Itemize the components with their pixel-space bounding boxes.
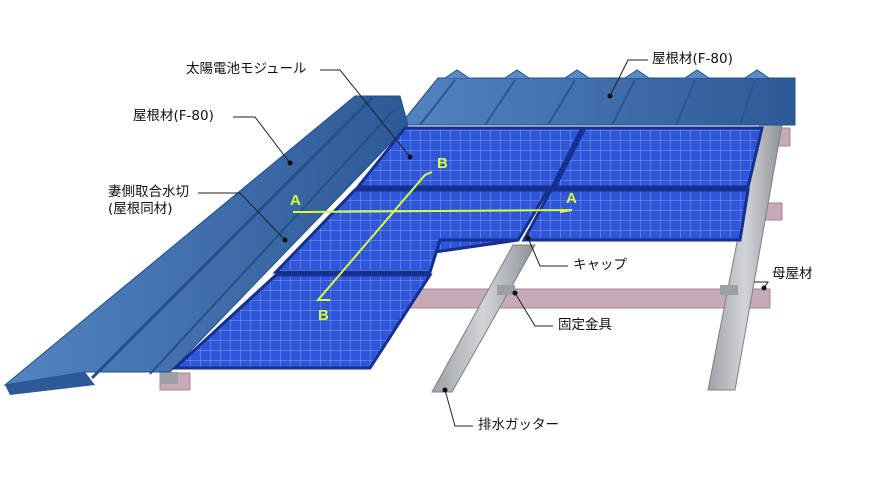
section-marks: A A B B bbox=[290, 155, 577, 324]
label-roof-material-top: 屋根材(F-80) bbox=[652, 51, 733, 67]
label-purlin: 母屋材 bbox=[772, 266, 813, 282]
section-mark-a-right: A bbox=[566, 190, 577, 207]
label-gable-flashing: 妻側取合水切 (屋根同材) bbox=[108, 184, 189, 218]
section-line-b bbox=[315, 171, 433, 301]
label-gable-flashing-line1: 妻側取合水切 bbox=[108, 184, 189, 200]
roof-left bbox=[3, 95, 409, 395]
section-lines bbox=[293, 171, 573, 301]
label-gable-flashing-line2: (屋根同材) bbox=[108, 200, 173, 217]
section-mark-b-top: B bbox=[437, 155, 448, 172]
label-solar-module: 太陽電池モジュール bbox=[186, 61, 307, 77]
roof-top bbox=[398, 69, 796, 126]
bracket bbox=[497, 285, 515, 295]
label-cap: キャップ bbox=[573, 257, 627, 273]
section-line-a bbox=[293, 209, 573, 213]
section-mark-a-left: A bbox=[290, 192, 301, 209]
panel bbox=[171, 273, 433, 370]
bracket bbox=[160, 372, 178, 384]
gutter-middle bbox=[431, 244, 536, 393]
label-drain-gutter: 排水ガッター bbox=[478, 417, 559, 433]
bracket bbox=[720, 285, 738, 295]
panel bbox=[354, 126, 585, 189]
fixing-brackets bbox=[160, 285, 738, 384]
panel bbox=[521, 188, 750, 242]
section-mark-b-bottom: B bbox=[318, 307, 329, 324]
purlin-bottom bbox=[404, 288, 771, 309]
leader-dots bbox=[282, 93, 767, 393]
label-fixing-bracket: 固定金具 bbox=[558, 317, 612, 333]
solar-panels bbox=[171, 126, 764, 370]
label-roof-material-left: 屋根材(F-80) bbox=[133, 108, 214, 124]
panel bbox=[552, 126, 764, 189]
